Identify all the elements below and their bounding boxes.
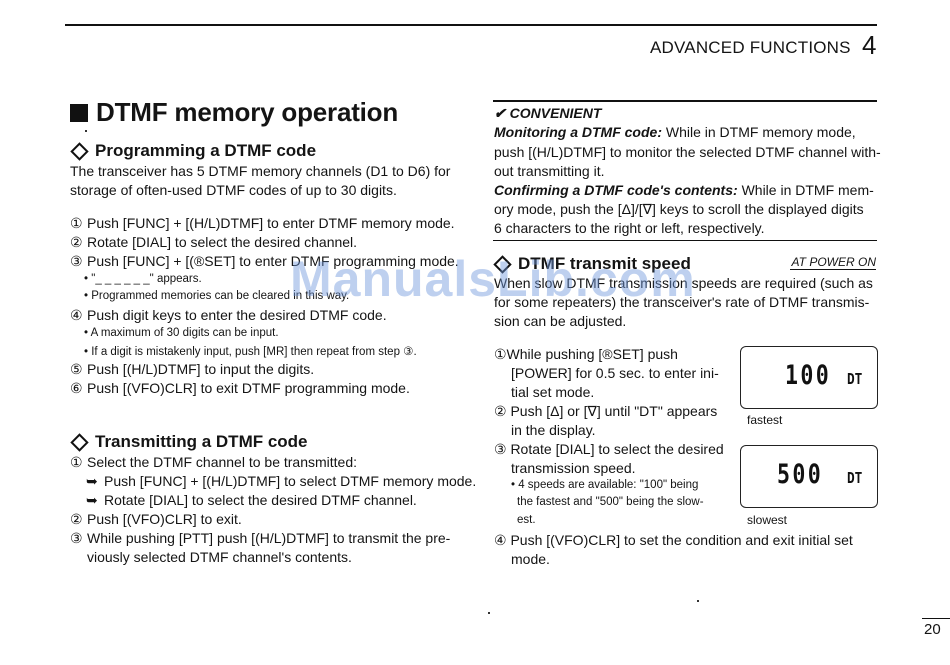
fastest-caption: fastest [747,413,783,427]
convenient-top-rule [493,100,877,102]
speed-step-4-line1: ④ Push [(VFO)CLR] to set the condition a… [494,532,853,548]
speed-heading-text: DTMF transmit speed [518,254,691,273]
square-bullet-icon [70,103,88,122]
speed-step-1-line3: tial set mode. [511,384,595,400]
speed-note-line2: the fastest and "500" being the slow- [517,496,704,508]
slowest-caption: slowest [747,513,788,527]
convenient-p2-line1: Confirming a DTMF code's contents: While… [494,182,874,198]
speed-intro-3: sion can be adjusted. [494,313,627,329]
speed-step-3-line2: transmission speed. [511,460,636,476]
programming-intro-1: The transceiver has 5 DTMF memory channe… [70,163,451,179]
prog-note-1: • "_ _ _ _ _ _" appears. [84,273,202,285]
speed-intro-2: for some repeaters) the transceiver's ra… [494,294,870,310]
arrow-icon: ➥ [86,492,98,508]
page-number-rule [922,618,950,619]
speed-step-1-line1: ①While pushing [®SET] push [494,346,678,362]
speed-step-3-line1: ③ Rotate [DIAL] to select the desired [494,441,724,457]
convenient-p1-line1: Monitoring a DTMF code: While in DTMF me… [494,124,856,140]
lcd-value: 100 [785,360,832,391]
programming-heading: Programming a DTMF code [70,141,316,161]
lcd-display-slowest: 500 DT [740,445,878,508]
lcd-mode: DT [847,469,863,487]
convenient-p1-line2: push [(H/L)DTMF] to monitor the selected… [494,144,881,160]
page-title: DTMF memory operation [70,97,398,128]
prog-note-2: • Programmed memories can be cleared in … [84,290,350,302]
speed-step-2-line1: ② Push [Δ] or [∇] until "DT" appears [494,403,718,419]
lcd-value: 500 [777,459,824,490]
diamond-icon [70,432,89,452]
tx-substep-2: ➥Rotate [DIAL] to select the desired DTM… [86,492,417,508]
programming-intro-2: storage of often-used DTMF codes of up t… [70,182,397,198]
prog-note-3: • A maximum of 30 digits can be input. [84,327,279,339]
section-header: ADVANCED FUNCTIONS [650,38,851,57]
arrow-icon: ➥ [86,473,98,489]
diamond-icon [70,141,89,161]
transmitting-heading: Transmitting a DTMF code [70,432,308,452]
convenient-bottom-rule [493,240,877,241]
page-title-text: DTMF memory operation [96,97,399,127]
speck [488,612,490,614]
convenient-p2-line3: 6 characters to the right or left, respe… [494,220,765,236]
programming-heading-text: Programming a DTMF code [95,141,317,160]
speed-step-2-line2: in the display. [511,422,596,438]
speck [697,600,699,602]
speck [85,130,87,132]
power-on-tag: AT POWER ON [790,255,876,270]
speed-step-4-line2: mode. [511,551,550,567]
prog-note-4: • If a digit is mistakenly input, push [… [84,346,417,358]
lcd-mode: DT [847,370,863,388]
watermark: ManualsLib.com [290,251,696,307]
tx-step-3-cont: viously selected DTMF channel's contents… [87,549,352,565]
speed-note-line1: • 4 speeds are available: "100" being [511,479,699,491]
tx-substep-1: ➥Push [FUNC] + [(H/L)DTMF] to select DTM… [86,473,477,489]
convenient-title: ✔ CONVENIENT [494,105,602,121]
convenient-p2-line2: ory mode, push the [Δ]/[∇] keys to scrol… [494,201,864,217]
speed-heading: DTMF transmit speed [493,254,691,274]
chapter-number: 4 [862,30,877,60]
speed-step-1-line2: [POWER] for 0.5 sec. to enter ini- [511,365,719,381]
transmitting-heading-text: Transmitting a DTMF code [95,432,308,451]
top-rule [65,24,877,26]
convenient-p1-line3: out transmitting it. [494,163,605,179]
page-number: 20 [924,621,941,638]
lcd-display-fastest: 100 DT [740,346,878,409]
speed-intro-1: When slow DTMF transmission speeds are r… [494,275,873,291]
speed-note-line3: est. [517,514,536,526]
